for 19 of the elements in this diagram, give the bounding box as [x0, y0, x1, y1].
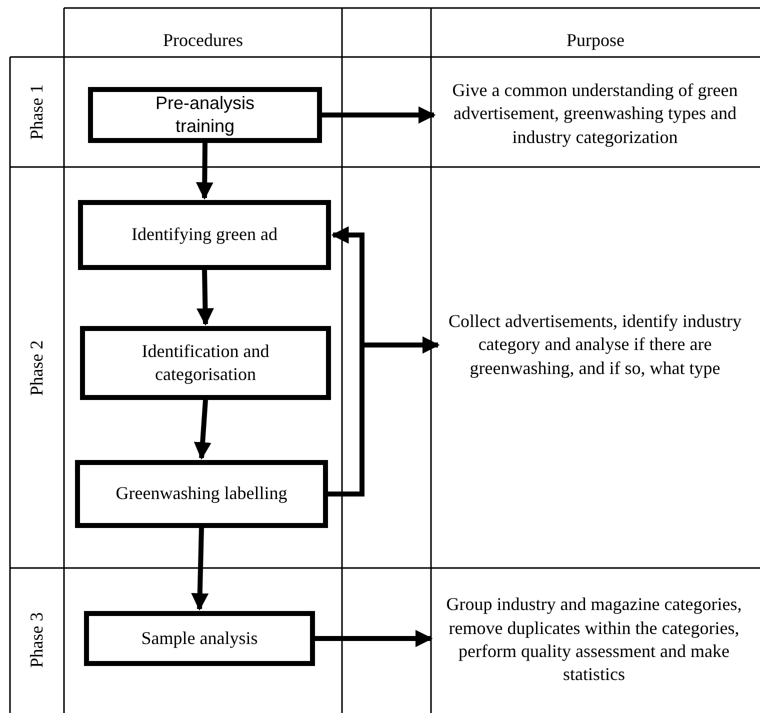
process-box: Sample analysis: [84, 611, 315, 666]
process-box: Pre-analysis training: [88, 87, 322, 143]
arrow: [196, 270, 214, 326]
process-box: Greenwashing labelling: [75, 460, 328, 528]
row-header: Phase 1: [26, 84, 48, 140]
arrow: [322, 106, 436, 124]
process-box: Identifying green ad: [78, 200, 331, 270]
arrow: [191, 528, 209, 611]
column-header: Purpose: [566, 30, 626, 51]
row-header: Phase 2: [26, 340, 48, 396]
column-header: Procedures: [162, 30, 244, 51]
purpose-text: Give a common understanding of green advertisement, greenwashing types and industry categorization: [436, 72, 754, 156]
purpose-text: Collect advertisements, identify industry category and analyse if there are greenwashing, and if so, what type: [440, 290, 750, 400]
row-header: Phase 3: [26, 612, 48, 668]
arrow: [315, 630, 433, 648]
arrow: [196, 142, 214, 200]
arrow: [194, 400, 212, 460]
purpose-text: Group industry and magazine categories, remove duplicates within the categories, perform quality assessment and make statistics: [433, 585, 755, 695]
process-box: Identification and categorisation: [80, 326, 331, 400]
